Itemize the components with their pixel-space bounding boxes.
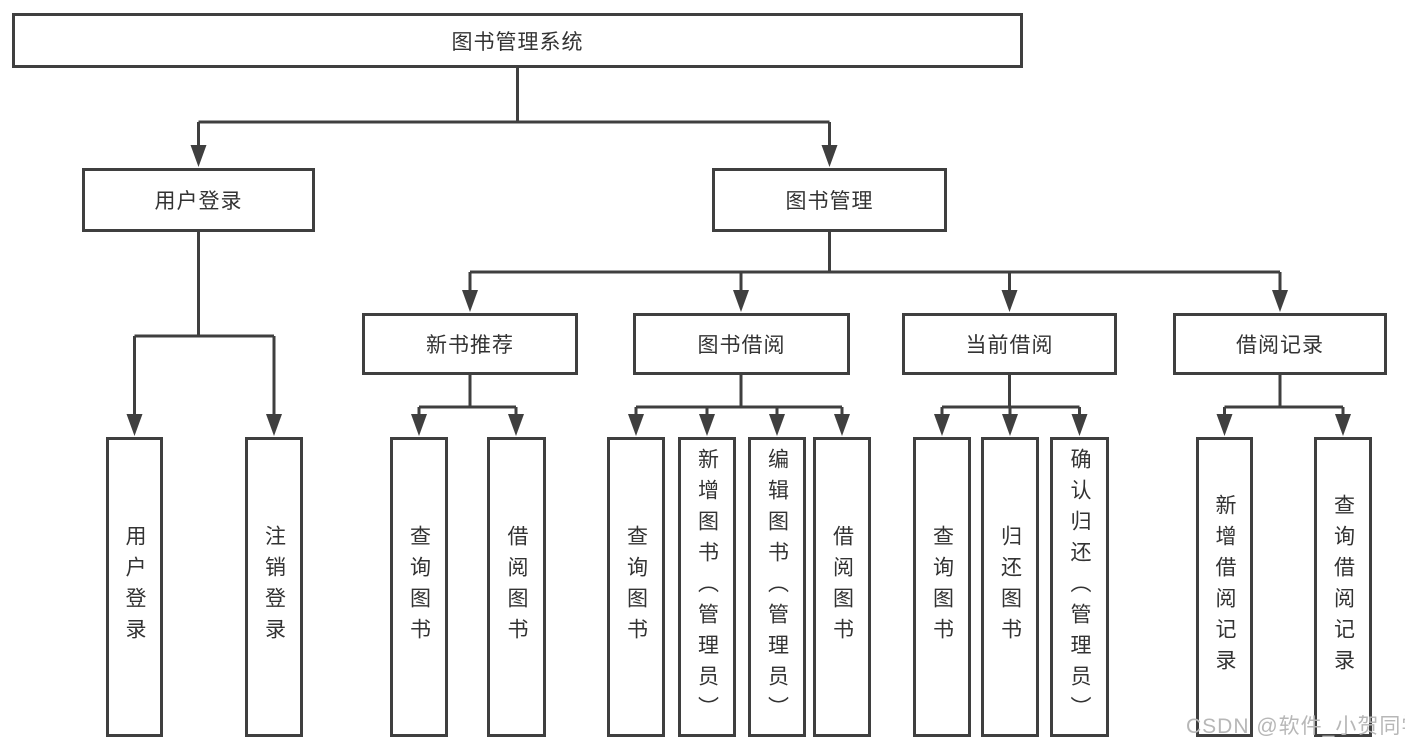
node-new-book-recommend: 新书推荐 <box>362 313 578 375</box>
node-current-borrow-label: 当前借阅 <box>965 334 1054 357</box>
leaf-newbook-borrow-label: 借阅图书 <box>505 525 528 649</box>
leaf-record-query: 查询借阅记录 <box>1314 437 1372 737</box>
leaf-bookborrow-edit: 编辑图书（管理员） <box>748 437 806 737</box>
leaf-current-query-label: 查询图书 <box>930 525 954 649</box>
node-root-label: 图书管理系统 <box>451 30 584 54</box>
leaf-newbook-borrow: 借阅图书 <box>487 437 546 737</box>
leaf-bookborrow-query-label: 查询图书 <box>624 525 648 649</box>
csdn-watermark: CSDN @软件_小贺同学 <box>1186 715 1405 738</box>
leaf-current-return-label: 归还图书 <box>998 525 1022 649</box>
node-book-borrow: 图书借阅 <box>633 313 850 375</box>
leaf-newbook-query: 查询图书 <box>390 437 448 737</box>
leaf-newbook-query-label: 查询图书 <box>407 525 431 649</box>
leaf-record-add: 新增借阅记录 <box>1196 437 1253 737</box>
leaf-bookborrow-add: 新增图书（管理员） <box>678 437 736 737</box>
connector-root-to-level2 <box>197 68 831 150</box>
connector-borrowrecord-to-leaves <box>1223 375 1345 418</box>
node-current-borrow: 当前借阅 <box>902 313 1117 375</box>
node-borrow-record: 借阅记录 <box>1173 313 1387 375</box>
node-root: 图书管理系统 <box>12 13 1023 68</box>
leaf-current-return: 归还图书 <box>981 437 1039 737</box>
leaf-logout-label: 注销登录 <box>262 525 286 649</box>
node-new-book-recommend-label: 新书推荐 <box>426 334 514 357</box>
node-book-management: 图书管理 <box>712 168 947 232</box>
node-book-borrow-label: 图书借阅 <box>697 334 786 357</box>
leaf-current-confirm-return: 确认归还（管理员） <box>1050 437 1109 737</box>
leaf-bookborrow-add-label: 新增图书（管理员） <box>695 447 719 727</box>
leaf-current-confirm-return-label: 确认归还（管理员） <box>1068 447 1091 727</box>
node-borrow-record-label: 借阅记录 <box>1236 334 1324 357</box>
leaf-logout: 注销登录 <box>245 437 303 737</box>
connector-currentborrow-to-leaves <box>940 375 1081 418</box>
leaf-bookborrow-edit-label: 编辑图书（管理员） <box>765 447 789 727</box>
leaf-record-query-label: 查询借阅记录 <box>1331 494 1355 680</box>
connector-bookmgmt-to-level3 <box>468 232 1282 294</box>
leaf-current-query: 查询图书 <box>913 437 971 737</box>
node-user-login-label: 用户登录 <box>154 190 243 213</box>
leaf-bookborrow-query: 查询图书 <box>607 437 665 737</box>
node-book-management-label: 图书管理 <box>785 190 874 213</box>
connector-bookborrow-to-leaves <box>634 375 844 418</box>
connector-userlogin-to-leaves <box>133 232 276 418</box>
leaf-bookborrow-borrow: 借阅图书 <box>813 437 871 737</box>
connector-newbook-to-leaves <box>417 375 518 418</box>
node-user-login: 用户登录 <box>82 168 315 232</box>
leaf-user-login-label: 用户登录 <box>123 525 146 649</box>
leaf-bookborrow-borrow-label: 借阅图书 <box>830 525 854 649</box>
leaf-user-login: 用户登录 <box>106 437 163 737</box>
leaf-record-add-label: 新增借阅记录 <box>1213 494 1236 680</box>
